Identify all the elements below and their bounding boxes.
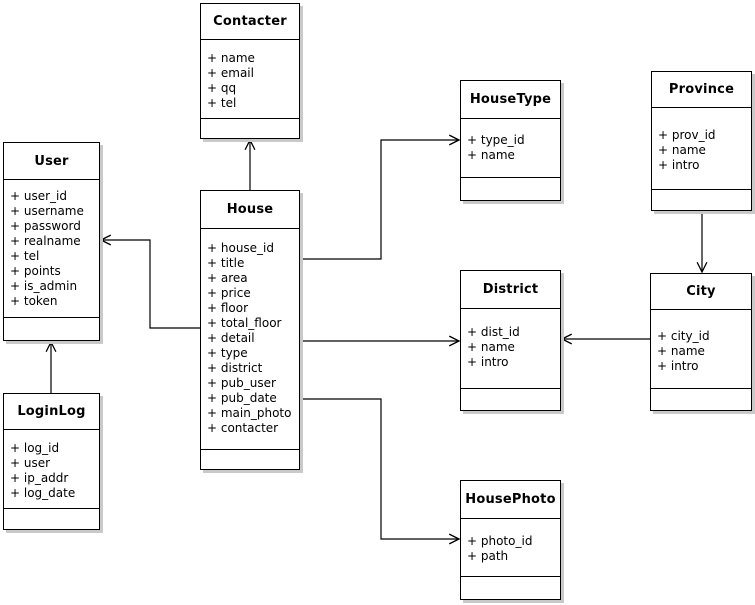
attribute-row: + name bbox=[467, 148, 515, 162]
class-attributes: + log_id + user + ip_addr + log_date bbox=[4, 430, 99, 509]
class-title: LoginLog bbox=[4, 394, 99, 430]
class-title: Province bbox=[652, 72, 751, 108]
attribute-row: + tel bbox=[10, 249, 40, 263]
attribute-row: + name bbox=[658, 143, 706, 157]
class-attributes: + dist_id + name + intro bbox=[461, 309, 560, 389]
attribute-row: + dist_id bbox=[467, 325, 520, 339]
attribute-row: + price bbox=[207, 286, 251, 300]
class-methods-empty bbox=[201, 119, 299, 138]
class-title: User bbox=[4, 143, 99, 180]
class-attributes: + prov_id + name + intro bbox=[652, 108, 751, 190]
attribute-row: + name bbox=[657, 344, 705, 358]
attribute-row: + type_id bbox=[467, 133, 525, 147]
attribute-row: + log_id bbox=[10, 441, 60, 455]
attribute-row: + area bbox=[207, 271, 248, 285]
class-box-housetype: HouseType + type_id + name bbox=[460, 80, 561, 201]
attribute-row: + name bbox=[467, 340, 515, 354]
attribute-row: + type bbox=[207, 346, 248, 360]
attribute-row: + user bbox=[10, 456, 51, 470]
attribute-row: + user_id bbox=[10, 189, 67, 203]
attribute-row: + photo_id bbox=[467, 534, 533, 548]
class-attributes: + photo_id + path bbox=[461, 519, 560, 577]
class-methods-empty bbox=[652, 190, 751, 210]
class-methods-empty bbox=[201, 450, 299, 469]
attribute-row: + intro bbox=[467, 355, 509, 369]
edge-house-to-user bbox=[101, 240, 200, 329]
attribute-row: + house_id bbox=[207, 241, 275, 255]
attribute-row: + district bbox=[207, 361, 263, 375]
attribute-row: + prov_id bbox=[658, 128, 716, 142]
class-attributes: + house_id + title + area + price + floo… bbox=[201, 229, 299, 450]
class-attributes: + type_id + name bbox=[461, 119, 560, 178]
class-box-user: User + user_id + username + password + r… bbox=[3, 142, 100, 341]
attribute-row: + ip_addr bbox=[10, 471, 69, 485]
attribute-row: + password bbox=[10, 219, 81, 233]
attribute-row: + tel bbox=[207, 96, 237, 110]
class-methods-empty bbox=[461, 577, 560, 599]
attribute-row: + intro bbox=[658, 158, 700, 172]
attribute-row: + name bbox=[207, 51, 255, 65]
class-box-province: Province + prov_id + name + intro bbox=[651, 71, 752, 211]
class-title: Contacter bbox=[201, 4, 299, 40]
attribute-row: + total_floor bbox=[207, 316, 282, 330]
attribute-row: + detail bbox=[207, 331, 255, 345]
attribute-row: + log_date bbox=[10, 486, 76, 500]
attribute-row: + floor bbox=[207, 301, 249, 315]
class-attributes: + city_id + name + intro bbox=[651, 310, 751, 389]
attribute-row: + pub_date bbox=[207, 391, 277, 405]
class-methods-empty bbox=[461, 178, 560, 200]
attribute-row: + contacter bbox=[207, 421, 279, 435]
class-title: City bbox=[651, 274, 751, 310]
attribute-row: + main_photo bbox=[207, 406, 292, 420]
attribute-row: + qq bbox=[207, 81, 237, 95]
attribute-row: + points bbox=[10, 264, 61, 278]
edge-house-to-housetype bbox=[300, 140, 459, 260]
attribute-row: + realname bbox=[10, 234, 81, 248]
attribute-row: + is_admin bbox=[10, 279, 78, 293]
class-box-district: District + dist_id + name + intro bbox=[460, 270, 561, 411]
attribute-row: + token bbox=[10, 294, 58, 308]
attribute-row: + title bbox=[207, 256, 245, 270]
class-title: House bbox=[201, 191, 299, 229]
attribute-row: + email bbox=[207, 66, 254, 80]
class-box-contacter: Contacter + name + email + qq + tel bbox=[200, 3, 300, 139]
class-title: HousePhoto bbox=[461, 481, 560, 519]
class-box-housephoto: HousePhoto + photo_id + path bbox=[460, 480, 561, 600]
class-methods-empty bbox=[651, 389, 751, 410]
class-box-loginlog: LoginLog + log_id + user + ip_addr + log… bbox=[3, 393, 100, 530]
attribute-row: + path bbox=[467, 549, 509, 563]
attribute-row: + intro bbox=[657, 359, 699, 373]
class-methods-empty bbox=[4, 509, 99, 529]
class-title: HouseType bbox=[461, 81, 560, 119]
class-attributes: + name + email + qq + tel bbox=[201, 40, 299, 119]
class-box-city: City + city_id + name + intro bbox=[650, 273, 752, 411]
class-methods-empty bbox=[4, 318, 99, 340]
attribute-row: + pub_user bbox=[207, 376, 276, 390]
class-attributes: + user_id + username + password + realna… bbox=[4, 180, 99, 318]
edge-house-to-housephoto bbox=[300, 398, 459, 539]
attribute-row: + city_id bbox=[657, 329, 710, 343]
attribute-row: + username bbox=[10, 204, 84, 218]
class-methods-empty bbox=[461, 389, 560, 410]
class-box-house: House + house_id + title + area + price … bbox=[200, 190, 300, 470]
class-title: District bbox=[461, 271, 560, 309]
